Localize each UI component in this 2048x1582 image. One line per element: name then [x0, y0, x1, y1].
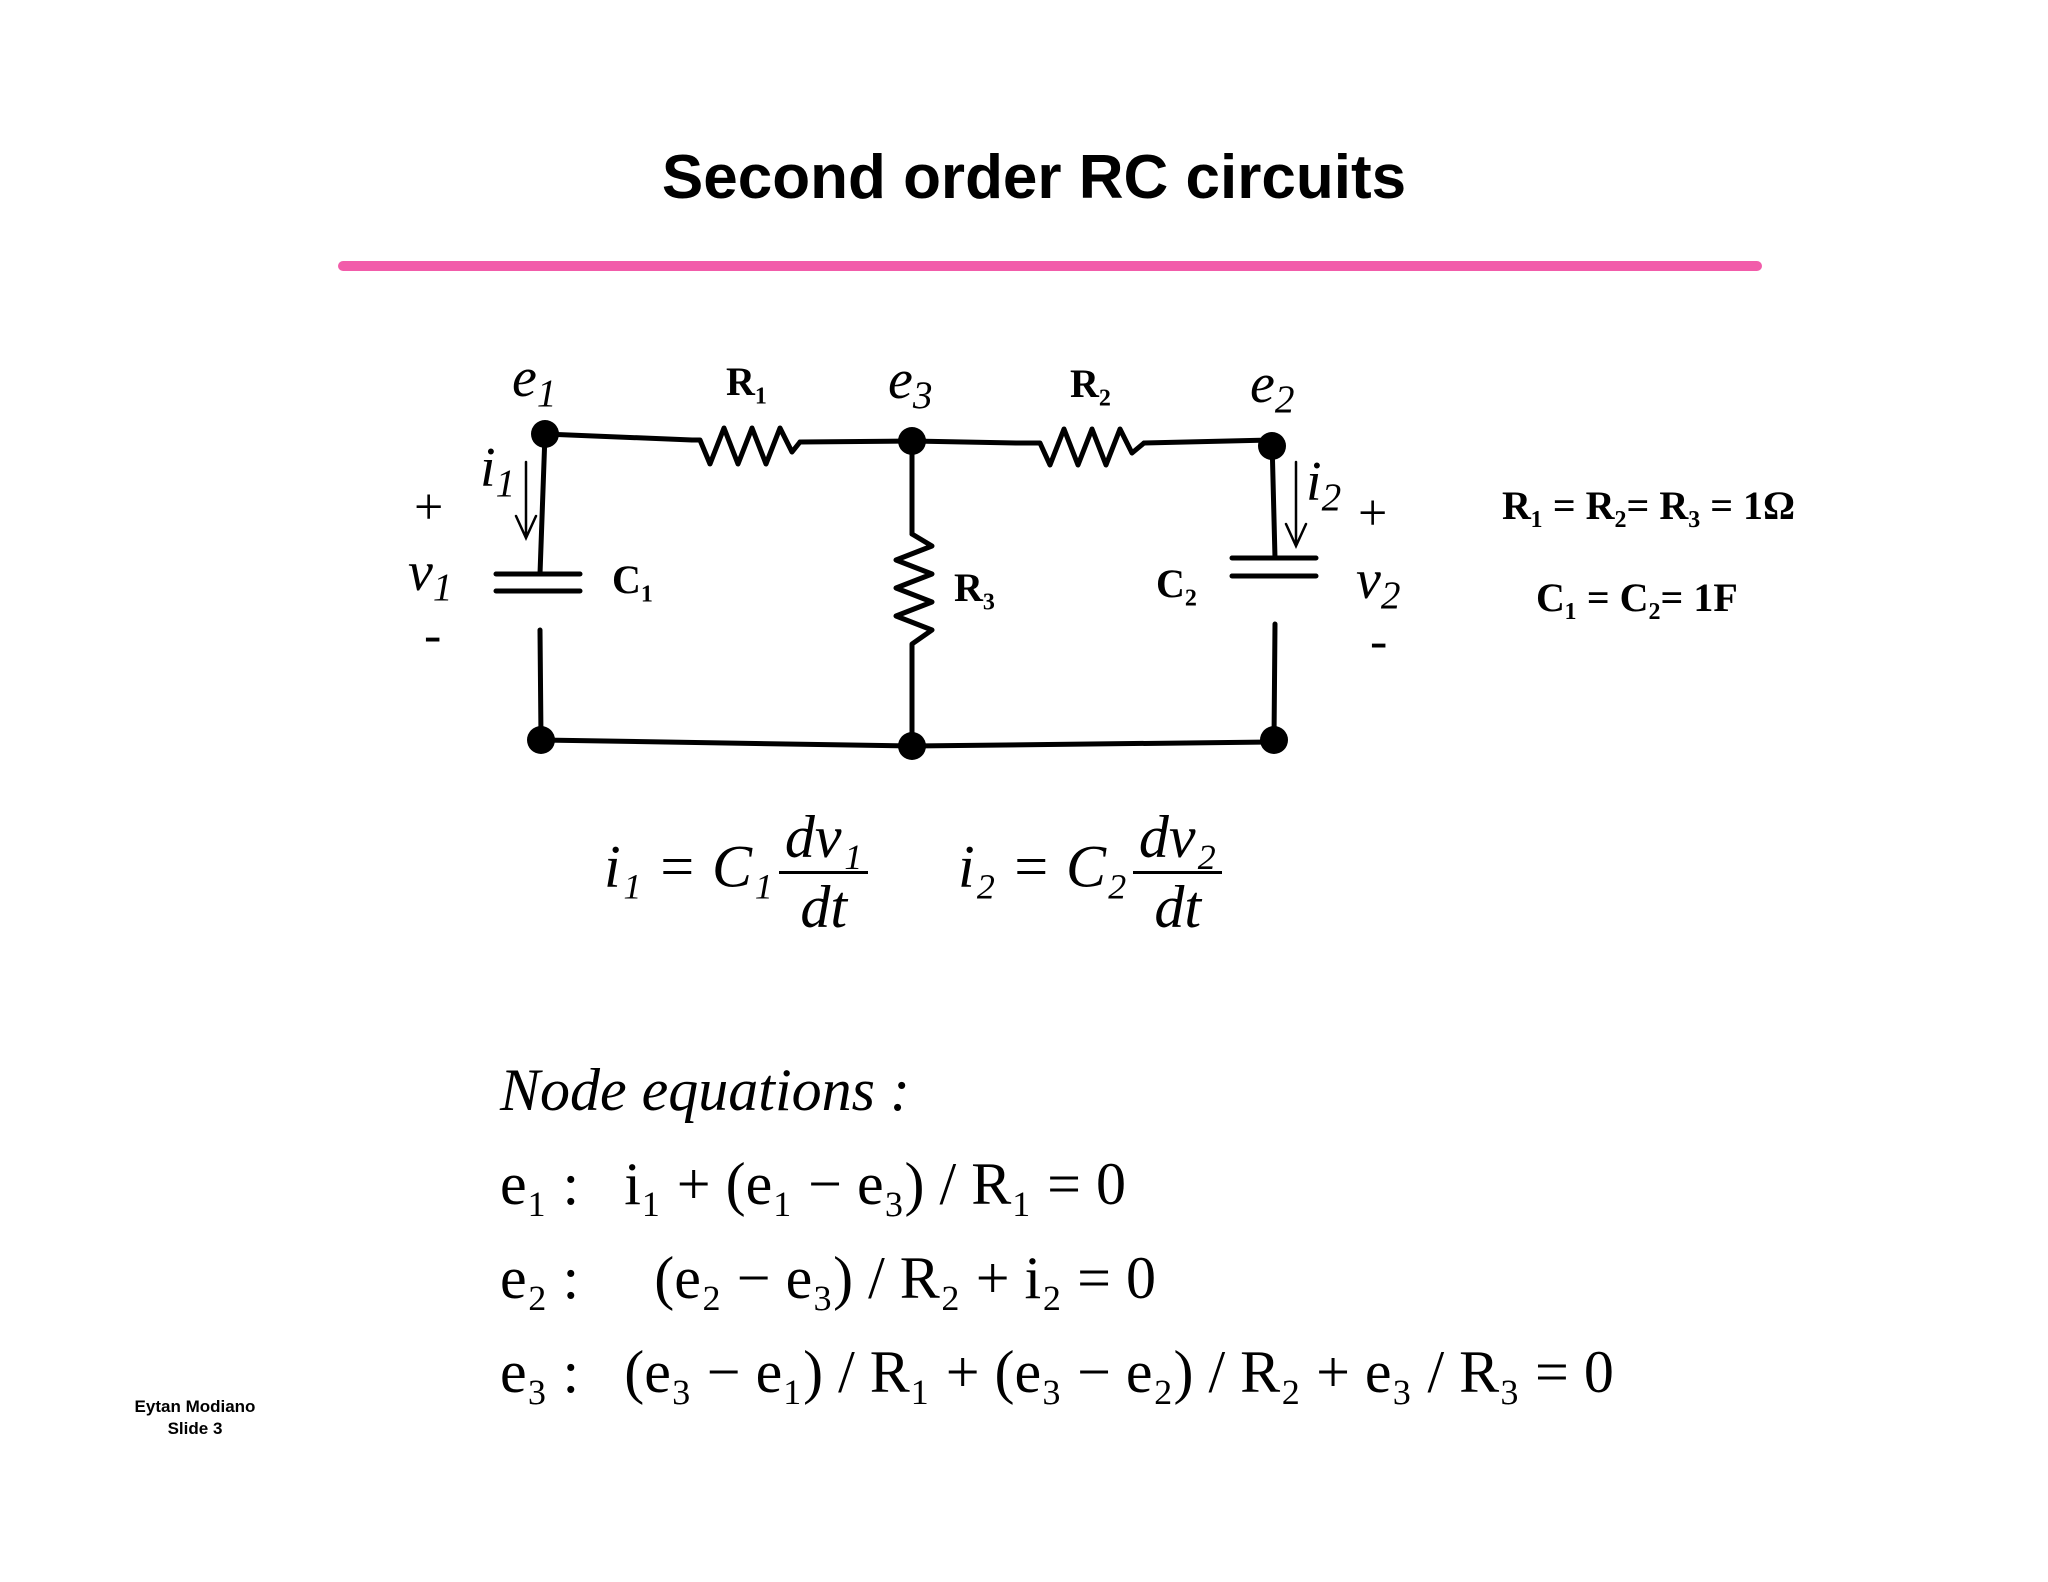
node-dot-bottom-right: [1260, 726, 1288, 754]
node-dot-e3: [898, 427, 926, 455]
v2-minus-sign: -: [1370, 613, 1388, 670]
node-dot-bottom-middle: [898, 732, 926, 760]
node-dot-e2: [1258, 432, 1286, 460]
wire-e3-r2: [909, 438, 1019, 446]
footer-author: Eytan Modiano: [134, 1397, 256, 1416]
label-v1: v1: [408, 541, 453, 609]
label-c2: C2: [1156, 561, 1197, 612]
v2-plus-sign: +: [1358, 485, 1388, 542]
node-dot-bottom-left: [527, 726, 555, 754]
label-c1: C1: [612, 557, 653, 608]
capacitor-values: C₁ = C₂= 1F: [1536, 575, 1738, 620]
node-equation-e1: e₁ : i₁ + (e₁ − e₃) / R₁ = 0: [500, 1151, 1126, 1217]
v1-minus-sign: -: [424, 607, 442, 664]
eq1-numerator: dv₁: [778, 806, 869, 874]
label-r3: R3: [954, 565, 995, 616]
resistor-r1: [689, 425, 803, 467]
wire-e1-r1: [542, 431, 695, 443]
label-i1: i1: [480, 437, 516, 505]
wire-c2-bottom: [1271, 621, 1278, 743]
node-dot-e1: [531, 420, 559, 448]
v1-plus-sign: +: [414, 479, 444, 536]
label-r2: R2: [1070, 361, 1111, 412]
node-equation-e3: e₃ : (e₃ − e₁) / R₁ + (e₃ − e₂) / R₂ + e…: [500, 1339, 1614, 1405]
current-arrow-i2: [1284, 460, 1308, 550]
wire-e1-c1: [537, 431, 548, 577]
wire-r1-e3: [797, 438, 915, 445]
label-r1: R1: [726, 359, 767, 410]
label-e3: e3: [888, 349, 933, 417]
resistor-r3: [893, 531, 935, 663]
footer-slide-number: Slide 3: [167, 1419, 223, 1438]
resistor-r2: [1013, 426, 1147, 468]
label-e1: e1: [512, 347, 557, 415]
label-v2: v2: [1356, 549, 1401, 617]
slide-title: Second order RC circuits: [661, 143, 1407, 212]
label-e2: e2: [1250, 353, 1295, 421]
resistor-values: R₁ = R₂= R₃ = 1Ω: [1502, 483, 1796, 528]
wire-r2-e2: [1141, 437, 1275, 446]
eq1-lhs: i₁ = C₁: [604, 833, 773, 900]
eq2-numerator: dv₂: [1132, 806, 1223, 874]
label-i2: i2: [1306, 451, 1342, 519]
wire-c1-bottom: [537, 627, 544, 741]
eq2-denominator: dt: [1154, 874, 1201, 940]
node-equations-heading: Node equations :: [500, 1057, 910, 1123]
eq1-denominator: dt: [800, 874, 847, 940]
node-equation-e2: e₂ : (e₂ − e₃) / R₂ + i₂ = 0: [500, 1245, 1156, 1311]
eq2-lhs: i₂ = C₂: [958, 833, 1127, 900]
current-arrow-i1: [514, 460, 538, 542]
slide-footer: Eytan Modiano Slide 3: [110, 1396, 280, 1440]
title-underline: [338, 261, 1762, 271]
